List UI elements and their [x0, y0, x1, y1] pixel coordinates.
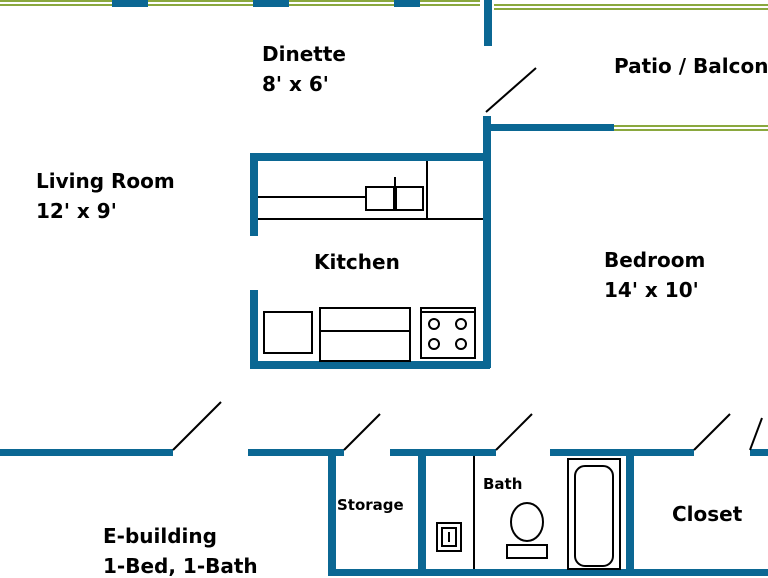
wall-lower-2 — [248, 449, 344, 456]
wall-post-3 — [394, 0, 420, 7]
vanity-sink — [436, 522, 462, 552]
patio-name: Patio / Balcony — [614, 54, 768, 78]
door-closet-2 — [749, 417, 763, 451]
wall-kitchen-left-lower — [250, 290, 258, 368]
dinette-name: Dinette — [262, 42, 346, 66]
doors — [172, 67, 763, 451]
window-top-right — [494, 4, 768, 10]
bedroom-name: Bedroom — [604, 248, 706, 272]
living-room-name: Living Room — [36, 169, 175, 193]
kitchen-name: Kitchen — [314, 250, 400, 274]
wall-kitchen-bedroom — [483, 116, 491, 368]
stove-burner-4 — [455, 338, 467, 350]
wall-bottom — [328, 569, 768, 576]
door-closet — [693, 413, 731, 451]
wall-lower-3 — [390, 449, 496, 456]
bath-name: Bath — [483, 475, 523, 493]
wall-post-2 — [253, 0, 289, 7]
storage-name: Storage — [337, 496, 404, 514]
wall-kitchen-top — [250, 153, 490, 161]
bathtub-inner — [574, 465, 614, 567]
cabinet — [319, 307, 411, 362]
wall-post-1 — [112, 0, 148, 7]
bath-label: Bath — [483, 477, 522, 492]
vanity-basin — [441, 527, 457, 547]
wall-kitchen-left-upper — [250, 153, 258, 236]
door-bath — [495, 413, 533, 451]
bath-fixtures — [436, 456, 621, 570]
stove — [420, 307, 476, 359]
bathtub — [567, 458, 621, 570]
patio-label: Patio / Balcony — [614, 56, 768, 76]
refrigerator — [263, 311, 313, 354]
sink-right-basin — [395, 186, 424, 211]
stove-burner-1 — [428, 318, 440, 330]
building-label: E-building 1-Bed, 1-Bath — [103, 526, 258, 576]
bedroom-size: 14' x 10' — [604, 278, 699, 302]
stove-burner-2 — [455, 318, 467, 330]
dinette-label: Dinette 8' x 6' — [262, 44, 346, 94]
wall-bedroom-top — [484, 124, 614, 131]
wall-storage-right — [418, 449, 426, 576]
door-patio — [485, 67, 537, 113]
stove-burner-3 — [428, 338, 440, 350]
living-room-label: Living Room 12' x 9' — [36, 171, 175, 221]
door-storage — [343, 413, 381, 451]
sink-left-basin — [365, 186, 395, 211]
building-name: E-building — [103, 524, 217, 548]
kitchen-label: Kitchen — [314, 252, 400, 272]
wall-kitchen-bottom — [250, 361, 490, 369]
dinette-size: 8' x 6' — [262, 72, 329, 96]
unit-type: 1-Bed, 1-Bath — [103, 554, 258, 578]
living-room-size: 12' x 9' — [36, 199, 117, 223]
toilet-bowl — [510, 502, 544, 542]
storage-label: Storage — [337, 498, 404, 513]
bedroom-label: Bedroom 14' x 10' — [604, 250, 705, 300]
closet-name: Closet — [672, 502, 743, 526]
wall-bath-right — [626, 449, 634, 576]
window-bedroom — [612, 125, 768, 131]
door-entry — [172, 401, 222, 451]
toilet-tank — [506, 544, 548, 559]
wall-lower-1 — [0, 449, 173, 456]
kitchen-fixtures — [258, 161, 483, 362]
wall-patio-divider — [484, 0, 492, 46]
closet-label: Closet — [672, 504, 742, 524]
wall-lower-5 — [750, 449, 768, 456]
wall-lower-4 — [550, 449, 694, 456]
wall-storage-left — [328, 449, 336, 576]
